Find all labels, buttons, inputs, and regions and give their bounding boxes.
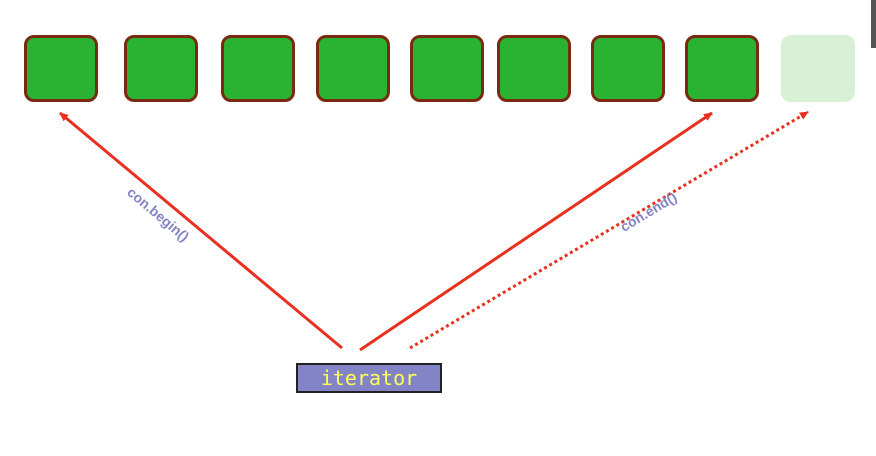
container-element [221,35,295,102]
container-element [685,35,759,102]
container-element [410,35,484,102]
container-element [497,35,571,102]
container-element [316,35,390,102]
last-element-arrow [359,111,713,352]
edge-fragment [871,0,876,48]
container-element [24,35,98,102]
begin-arrow [59,111,343,350]
container-element [591,35,665,102]
iterator-box: iterator [296,363,442,393]
end-arrow [409,110,809,350]
past-the-end-slot [781,35,855,102]
end-label: con.end() [617,189,679,235]
container-element [124,35,198,102]
